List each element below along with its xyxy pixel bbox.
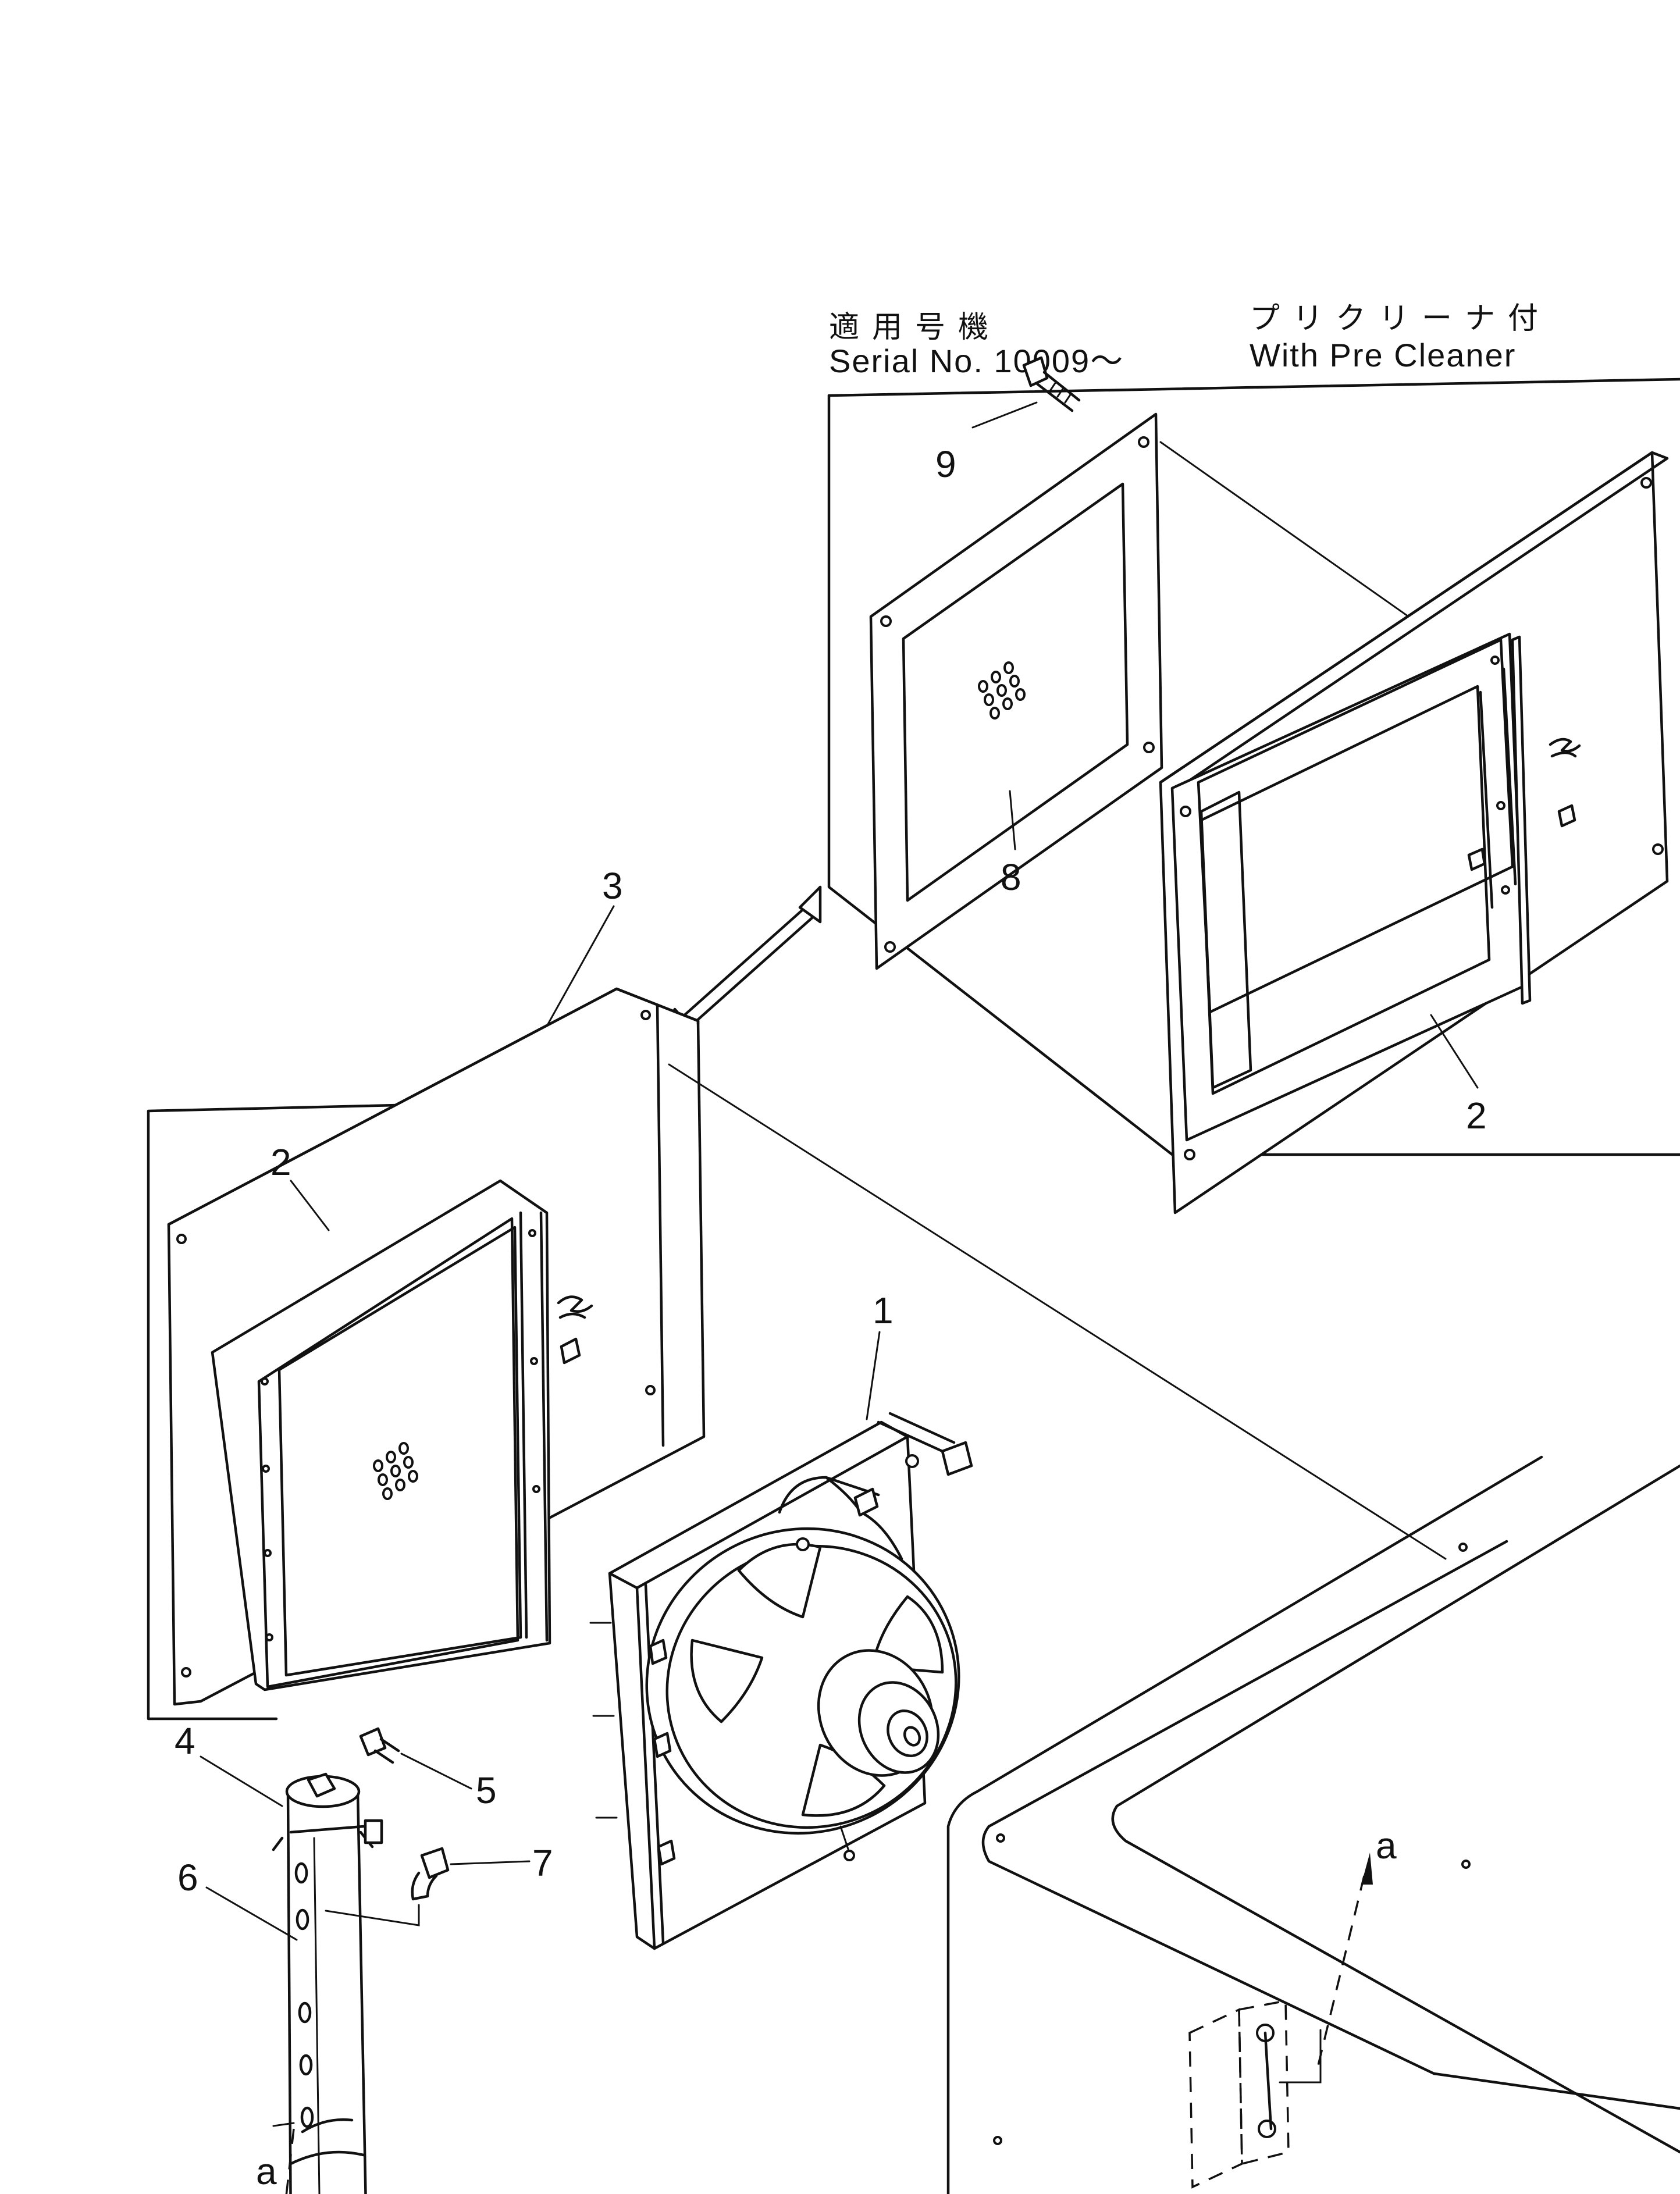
callout-a-right: a	[1376, 1825, 1397, 1867]
callout-5: 5	[476, 1769, 497, 1811]
condenser-assembly: 1	[589, 1290, 973, 1950]
cover-vent-holes	[373, 1442, 418, 1500]
fitting-icon	[411, 1847, 450, 1901]
machine-body: a	[946, 1455, 1680, 2194]
callout-9: 9	[935, 443, 956, 485]
pre-cleaner-gasket	[869, 412, 1163, 970]
drier-mount-bracket	[1188, 1999, 1322, 2189]
gasket-vent-holes	[978, 661, 1026, 720]
callout-3: 3	[602, 865, 623, 907]
bolt-icon	[1022, 356, 1081, 412]
callout-2-left: 2	[270, 1141, 291, 1183]
serial-en-label: Serial No. 10009～	[829, 343, 1124, 379]
precleaner-en-label: With Pre Cleaner	[1250, 337, 1516, 373]
callout-2-right: 2	[1466, 1095, 1487, 1137]
receiver-drier-icon: 4 5 6 7	[175, 1720, 553, 2194]
precleaner-inset: 9 8 2	[827, 356, 1680, 1214]
fan-motor-icon	[817, 1649, 940, 1777]
standard-inset: 3	[147, 865, 1447, 1721]
fitting-icon	[359, 1727, 400, 1764]
serial-jp-label: 適用号機	[829, 311, 1001, 344]
callout-8: 8	[1001, 856, 1021, 898]
header: 適用号機 Serial No. 10009～ プリクリーナ付 With Pre …	[829, 302, 1551, 379]
standard-cover	[167, 987, 706, 1706]
callout-4: 4	[175, 1720, 195, 1762]
callout-a-bottom: a	[256, 2150, 277, 2192]
callout-7: 7	[532, 1842, 553, 1884]
pre-cleaner-cover	[1159, 451, 1669, 1214]
callout-1: 1	[873, 1290, 894, 1331]
callout-6: 6	[177, 1857, 198, 1899]
precleaner-jp-label: プリクリーナ付	[1250, 302, 1551, 336]
